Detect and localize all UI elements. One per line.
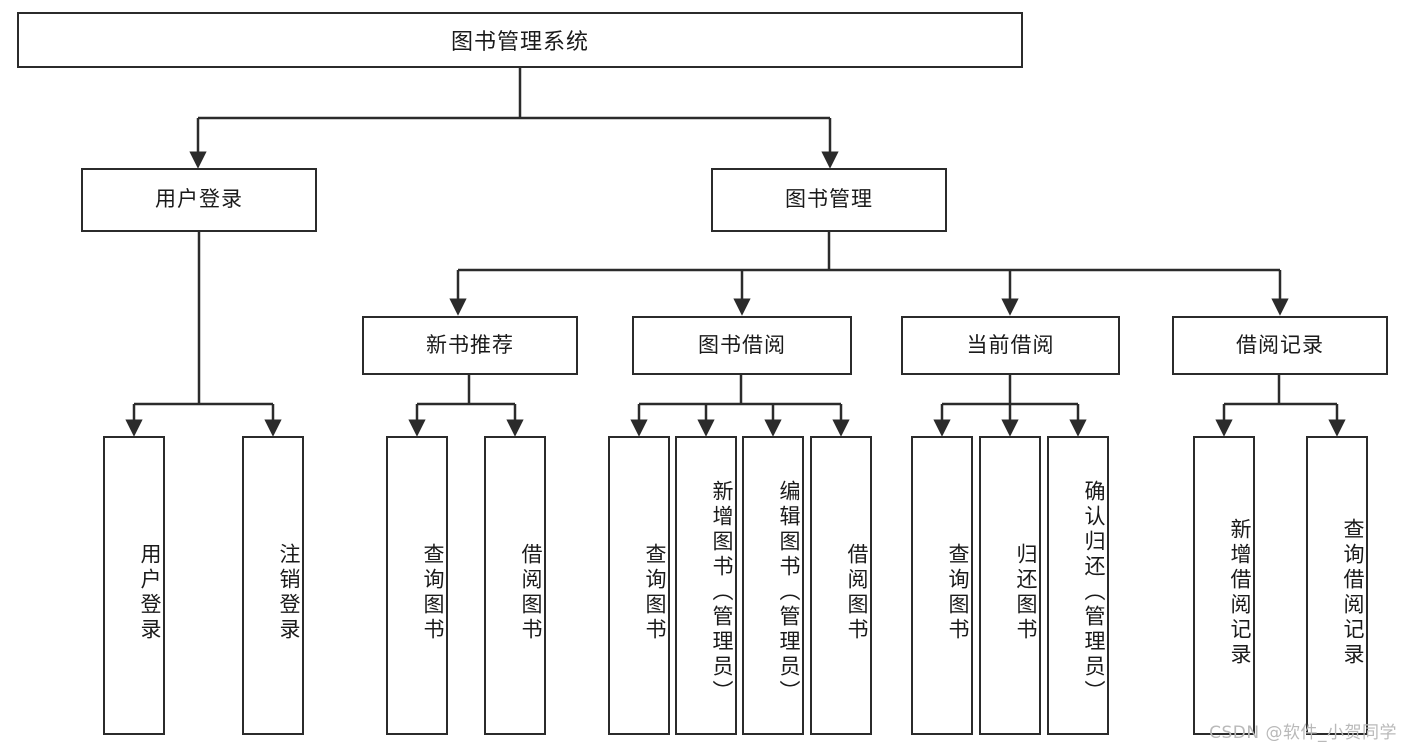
leaf-add-book-admin[interactable]: 新增图书（管理员）	[675, 436, 737, 735]
leaf-label: 注销登录	[277, 542, 301, 643]
leaf-add-borrow-record[interactable]: 新增借阅记录	[1193, 436, 1255, 735]
node-current-borrow[interactable]: 当前借阅	[901, 316, 1120, 375]
leaf-label: 用户登录	[138, 542, 162, 643]
node-user-login[interactable]: 用户登录	[81, 168, 317, 232]
leaf-label: 查询图书	[946, 542, 970, 643]
leaf-label: 编辑图书（管理员）	[777, 480, 801, 705]
leaf-borrow-book-recommend[interactable]: 借阅图书	[484, 436, 546, 735]
leaf-query-book-borrow[interactable]: 查询图书	[608, 436, 670, 735]
node-book-borrow[interactable]: 图书借阅	[632, 316, 852, 375]
leaf-label: 查询借阅记录	[1341, 517, 1365, 668]
node-root-system[interactable]: 图书管理系统	[17, 12, 1023, 68]
leaf-query-borrow-record[interactable]: 查询借阅记录	[1306, 436, 1368, 735]
leaf-label: 确认归还（管理员）	[1082, 480, 1106, 705]
leaf-label: 查询图书	[421, 542, 445, 643]
leaf-query-book-recommend[interactable]: 查询图书	[386, 436, 448, 735]
leaf-user-login[interactable]: 用户登录	[103, 436, 165, 735]
node-book-management[interactable]: 图书管理	[711, 168, 947, 232]
node-borrow-record[interactable]: 借阅记录	[1172, 316, 1388, 375]
node-new-book-recommend[interactable]: 新书推荐	[362, 316, 578, 375]
leaf-label: 新增借阅记录	[1228, 517, 1252, 668]
leaf-borrow-book[interactable]: 借阅图书	[810, 436, 872, 735]
leaf-label: 借阅图书	[845, 542, 869, 643]
leaf-label: 查询图书	[643, 542, 667, 643]
csdn-watermark: CSDN @软件_小贺同学	[1209, 723, 1397, 743]
leaf-confirm-return-admin[interactable]: 确认归还（管理员）	[1047, 436, 1109, 735]
leaf-edit-book-admin[interactable]: 编辑图书（管理员）	[742, 436, 804, 735]
leaf-label: 归还图书	[1014, 542, 1038, 643]
leaf-return-book[interactable]: 归还图书	[979, 436, 1041, 735]
leaf-query-book-current[interactable]: 查询图书	[911, 436, 973, 735]
leaf-label: 新增图书（管理员）	[710, 480, 734, 705]
leaf-logout[interactable]: 注销登录	[242, 436, 304, 735]
leaf-label: 借阅图书	[519, 542, 543, 643]
